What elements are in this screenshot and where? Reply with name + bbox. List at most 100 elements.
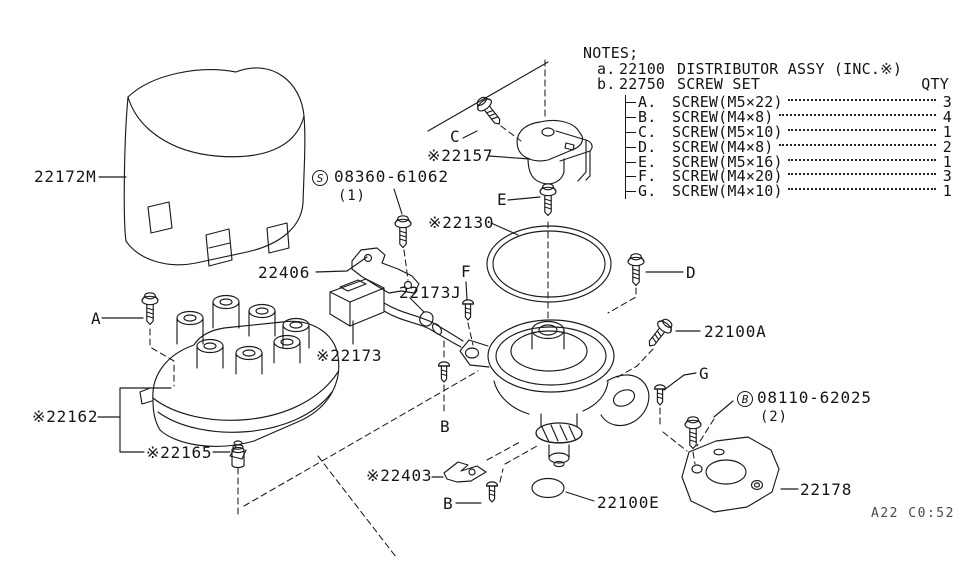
label-screw-22100a: 22100A — [704, 322, 767, 341]
screw-row-letter: D. — [638, 137, 657, 156]
screw-row-qty: 3 — [942, 167, 952, 186]
label-clamp: ※22403 — [366, 466, 433, 485]
screw-row-desc: SCREW(M4×20) — [672, 167, 783, 186]
dotted-leader — [778, 143, 936, 146]
adapter-plate-art — [682, 437, 779, 512]
screw-row-desc: SCREW(M4×10) — [672, 182, 783, 201]
alignment-lines — [150, 60, 714, 557]
note-b-prefix: b. — [597, 75, 616, 93]
cap-oring-art — [487, 226, 611, 302]
screw-symbol-icon: S — [312, 170, 328, 186]
screw-row-qty: 1 — [942, 182, 952, 201]
grommet-art — [420, 312, 433, 326]
clamp-art — [444, 462, 486, 482]
screw-row-letter: F. — [638, 167, 657, 186]
note-a-description: DISTRIBUTOR ASSY (INC.※) — [677, 60, 903, 78]
dotted-leader — [778, 114, 936, 117]
bracket-art — [352, 248, 419, 293]
screw-row-g: G. SCREW(M4×10) 1 — [626, 182, 952, 201]
screw-b-lower-icon — [485, 481, 499, 503]
dotted-leader — [787, 158, 936, 161]
screw-a-icon — [141, 292, 159, 326]
label-shaft-oring: 22100E — [597, 493, 660, 512]
note-b-description: SCREW SET — [677, 75, 761, 93]
screw-row-qty: 1 — [942, 152, 952, 171]
distributor-body-art — [460, 320, 649, 467]
note-line-b: b. 22750 SCREW SET QTY — [583, 75, 953, 93]
note-b-part-number: 22750 — [619, 75, 666, 93]
dotted-leader — [787, 188, 936, 191]
dotted-leader — [787, 173, 936, 176]
label-rotor: ※22157 — [427, 146, 494, 165]
label-screw-e: E — [497, 190, 508, 209]
bolt-08110-icon — [684, 416, 702, 450]
carbon-brush-art — [232, 441, 244, 468]
screw-row-desc: SCREW(M4×8) — [672, 137, 774, 156]
label-screw-d: D — [686, 263, 697, 282]
page-code: A22 C0:52 — [871, 506, 955, 521]
label-screw-b-upper: B — [440, 417, 451, 436]
screw-d-icon — [627, 253, 645, 287]
screw-f-icon — [461, 299, 475, 321]
screw-g-icon — [653, 384, 667, 406]
label-screw-assy: 08360-61062 — [334, 167, 449, 186]
screw-row-qty: 3 — [942, 93, 952, 112]
screw-row-a: A. SCREW(M5×22) 3 — [626, 93, 952, 112]
screw-22100a-icon — [642, 315, 677, 352]
note-a-prefix: a. — [597, 60, 616, 78]
bolt-symbol-icon: B — [737, 391, 753, 407]
label-screw-f: F — [461, 262, 472, 281]
label-dust-cover: 22172M — [34, 167, 97, 186]
screw-row-qty: 4 — [942, 108, 952, 127]
rotor-art — [517, 120, 592, 183]
dust-cover-art — [124, 68, 305, 266]
label-screw-c: C — [450, 127, 461, 146]
screw-row-d: D. SCREW(M4×8) 2 — [626, 137, 952, 156]
screw-row-letter: C. — [638, 123, 657, 141]
screw-row-letter: B. — [638, 108, 657, 127]
leader-lines — [98, 62, 798, 503]
label-screw-g: G — [699, 364, 710, 383]
dotted-leader — [787, 128, 936, 131]
shaft-oring-art — [532, 479, 564, 498]
dotted-leader — [787, 99, 936, 102]
notes-block: NOTES; a. 22100 DISTRIBUTOR ASSY (INC.※)… — [583, 44, 953, 201]
screw-row-qty: 1 — [942, 123, 952, 141]
label-bolt-part: 08110-62025 — [757, 388, 872, 407]
screw-row-desc: SCREW(M5×22) — [672, 93, 783, 112]
label-screw-b-lower: B — [443, 494, 454, 513]
screw-row-b: B. SCREW(M4×8) 4 — [626, 108, 952, 127]
label-cap-oring: ※22130 — [428, 213, 495, 232]
label-bracket: 22406 — [258, 263, 311, 282]
connector-art — [330, 279, 463, 347]
screw-row-desc: SCREW(M5×10) — [672, 123, 783, 141]
label-screw-a: A — [91, 309, 102, 328]
screw-row-desc: SCREW(M4×8) — [672, 108, 774, 127]
screw-set-table: A. SCREW(M5×22) 3 B. SCREW(M4×8) 4 C. SC… — [625, 93, 952, 201]
label-grommet: 22173J — [399, 283, 462, 302]
label-connector: ※22173 — [316, 346, 383, 365]
label-cap: ※22162 — [32, 407, 99, 426]
screw-row-c: C. SCREW(M5×10) 1 — [626, 123, 952, 141]
label-adapter-plate: 22178 — [800, 480, 853, 499]
screw-row-letter: G. — [638, 182, 657, 201]
qty-column-header: QTY — [921, 75, 949, 93]
screw-row-f: F. SCREW(M4×20) 3 — [626, 167, 952, 186]
notes-heading: NOTES; — [583, 44, 639, 62]
screw-row-letter: E. — [638, 152, 657, 171]
distributor-cap-art — [140, 296, 339, 460]
note-a-part-number: 22100 — [619, 60, 666, 78]
screw-b-upper-icon — [437, 361, 451, 383]
screw-row-e: E. SCREW(M5×16) 1 — [626, 152, 952, 171]
screw-row-qty: 2 — [942, 137, 952, 156]
label-carbon-brush: ※22165 — [146, 443, 213, 462]
label-bolt-qty: (2) — [760, 409, 788, 425]
screw-e-icon — [539, 183, 557, 217]
screw-row-letter: A. — [638, 93, 657, 112]
screw-row-desc: SCREW(M5×16) — [672, 152, 783, 171]
screw-assy-icon — [394, 215, 412, 249]
note-line-a: a. 22100 DISTRIBUTOR ASSY (INC.※) — [583, 60, 953, 78]
label-screw-assy-qty: (1) — [338, 188, 366, 204]
